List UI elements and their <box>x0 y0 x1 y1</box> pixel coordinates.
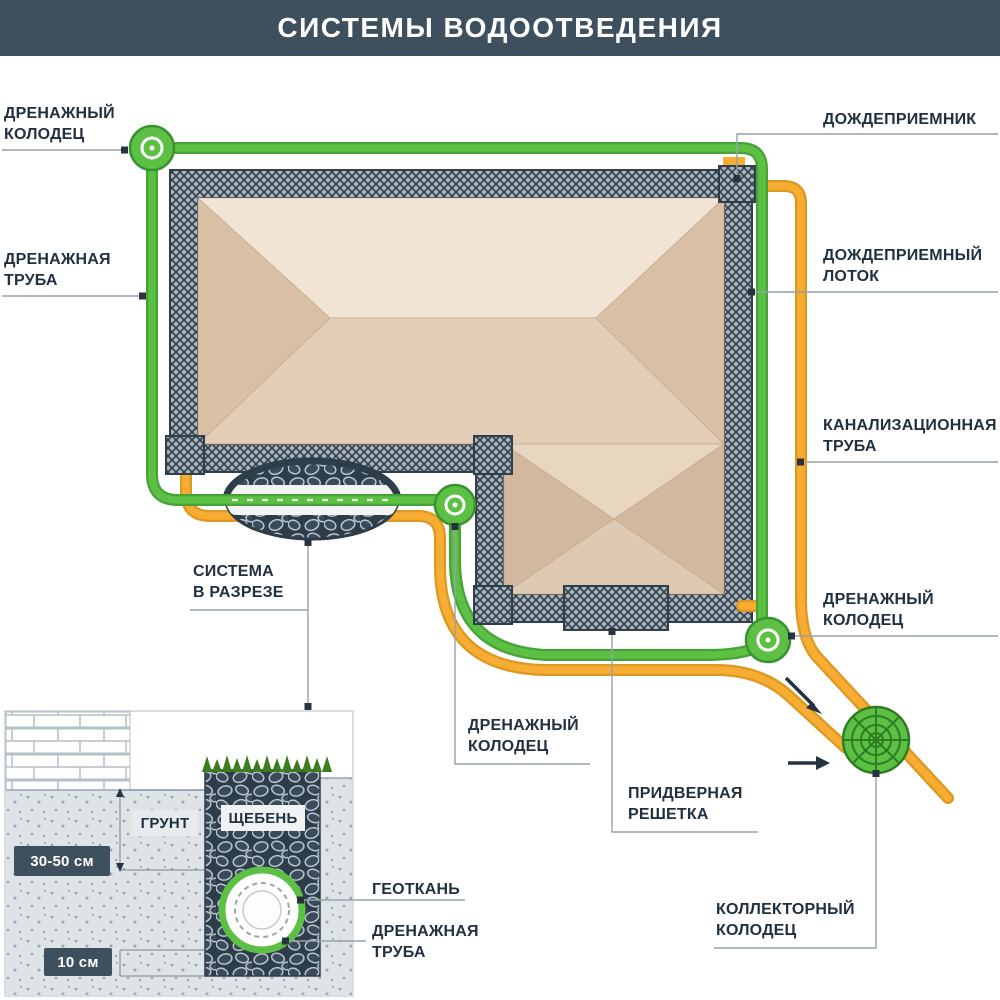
soil-right <box>320 778 352 995</box>
drainage-pipe-through-cutaway <box>146 164 446 506</box>
drainage-well-top <box>128 124 176 172</box>
roof <box>196 197 726 595</box>
collector-well <box>841 705 911 775</box>
label-door-grate: ПРИДВЕРНАЯ РЕШЕТКА <box>628 785 743 823</box>
label-geotextile: ГЕОТКАНЬ <box>372 881 460 898</box>
depth-top-badge: 30-50 см <box>14 846 110 876</box>
label-drainage-well-top: ДРЕНАЖНЫЙ КОЛОДЕЦ <box>4 105 115 143</box>
drainage-pipe-section <box>218 866 306 954</box>
header-bar: СИСТЕМЫ ВОДООТВЕДЕНИЯ <box>0 0 1000 56</box>
label-rain-tray: ДОЖДЕПРИЕМНЫЙ ЛОТОК <box>823 247 983 285</box>
leader-lines <box>2 133 998 949</box>
corner-catch-boxes <box>165 165 756 631</box>
label-drainage-pipe-section: ДРЕНАЖНАЯ ТРУБА <box>372 923 479 961</box>
label-drainage-pipe: ДРЕНАЖНАЯ ТРУБА <box>4 251 111 289</box>
label-collector-well: КОЛЛЕКТОРНЫЙ КОЛОДЕЦ <box>716 901 855 939</box>
door-grate <box>563 585 669 631</box>
drainage-well-right <box>744 616 792 664</box>
drainage-pipe-loop <box>146 142 768 661</box>
label-cutaway: СИСТЕМА В РАЗРЕЗЕ <box>193 563 284 601</box>
grass <box>202 755 332 772</box>
soil-badge: ГРУНТ <box>132 810 198 836</box>
label-drainage-well-bottom: ДРЕНАЖНЫЙ КОЛОДЕЦ <box>468 717 579 755</box>
wall-bricks <box>5 711 131 791</box>
flow-arrows <box>784 676 830 770</box>
soil-under-trench <box>205 976 320 995</box>
gravel-badge: ЩЕБЕНЬ <box>221 805 305 831</box>
depth-markers <box>119 789 204 977</box>
label-rain-inlet: ДОЖДЕПРИЕМНИК <box>823 111 977 128</box>
sewer-pipe-network <box>180 157 954 804</box>
depth-bottom-badge: 10 см <box>44 948 112 976</box>
label-drainage-well-right: ДРЕНАЖНЫЙ КОЛОДЕЦ <box>823 591 934 629</box>
page-title: СИСТЕМЫ ВОДООТВЕДЕНИЯ <box>277 12 723 43</box>
label-sewer-pipe: КАНАЛИЗАЦИОННАЯ ТРУБА <box>823 417 997 455</box>
drainage-well-middle <box>433 483 477 527</box>
house <box>169 169 753 623</box>
rain-inlet-accent <box>723 157 745 166</box>
